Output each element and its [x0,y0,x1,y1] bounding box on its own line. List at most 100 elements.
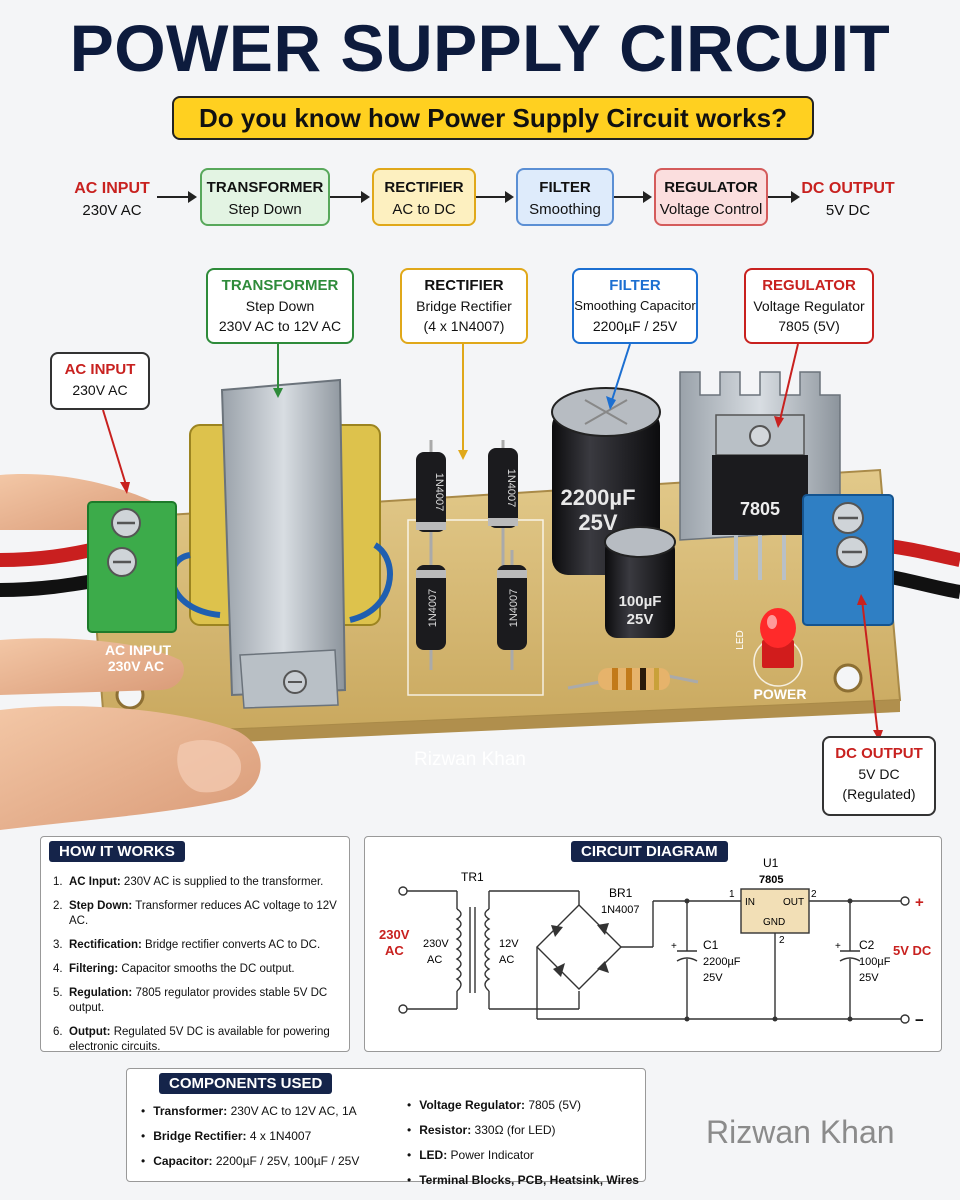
callout-filter: FILTER Smoothing Capacitor 2200µF / 25V [572,268,698,344]
components-tag: COMPONENTS USED [159,1073,333,1094]
item-text: Capacitor smooths the DC output. [118,963,295,975]
flow-step-head: RECTIFIER [384,179,464,196]
item-bold: Rectification: [69,939,142,951]
flow-step-filter: FILTER Smoothing [516,168,614,226]
in-pin-label: IN [745,897,755,908]
components-list-right: Voltage Regulator: 7805 (5V) Resistor: 3… [407,1097,643,1197]
item-number: 3. [53,939,63,951]
diode: 1N4007 [416,440,446,570]
list-item: Capacitor: 2200µF / 25V, 100µF / 25V [141,1153,401,1169]
br1-label: BR1 [609,886,633,900]
pin-label: 1 [729,889,735,900]
u1-regulator-symbol [740,888,810,934]
flow-step-transformer: TRANSFORMER Step Down [200,168,330,226]
callout-line: Bridge Rectifier [416,298,512,314]
flow-arrow [768,191,800,203]
callout-head: FILTER [609,277,661,294]
c2-voltage-label: 25V [859,972,879,984]
flow-step-sub: Voltage Control [659,201,763,218]
flow-arrow [614,191,652,203]
diode: 1N4007 [497,550,527,670]
flow-step-head: REGULATOR [664,179,758,196]
flow-dc-output-head: DC OUTPUT [801,180,895,197]
list-item: Terminal Blocks, PCB, Heatsink, Wires [407,1172,643,1188]
transformer-core [220,378,347,697]
diode-label: 1N4007 [433,473,445,512]
item-bold: Regulation: [69,987,133,999]
schematic: TR1 230V AC 230V AC 12V AC BR1 1N4007 U1… [379,856,932,1029]
flow-dc-output: DC OUTPUT 5V DC [800,178,896,222]
list-item: 1.AC Input: 230V AC is supplied to the t… [53,875,353,890]
hand-thumb [0,706,261,830]
ac-terminal-label: 230V AC [108,658,164,674]
pcb-edge [105,700,900,748]
mount-hole [833,663,863,693]
ac-terminal-label: AC INPUT [105,642,172,658]
list-item: Voltage Regulator: 7805 (5V) [407,1097,643,1113]
list-item: 5.Regulation: 7805 regulator provides st… [53,986,353,1016]
resistor [567,668,699,690]
silkscreen-outline [407,519,544,696]
pcb-illustration: 1N4007 1N4007 1N4007 1N4007 2200µF 25V 1… [0,343,960,830]
c2-label: C2 [859,938,875,952]
u1-part-label: 7805 [759,874,783,886]
diode-label: 1N4007 [505,469,517,508]
item-number: 6. [53,1026,63,1038]
pointer-line [102,409,127,486]
regulator-7805: 7805 [712,414,808,580]
cap-value-label: 2200µF [560,485,635,510]
callout-regulator: REGULATOR Voltage Regulator 7805 (5V) [744,268,874,344]
item-text: 230V AC is supplied to the transformer. [120,876,324,888]
flow-step-sub: Smoothing [529,201,601,218]
flow-ac-input-sub: 230V AC [82,202,142,219]
item-bold: LED: [419,1148,448,1162]
flow-ac-input-head: AC INPUT [74,180,150,197]
callout-line: Step Down [245,298,315,314]
cap-voltage-label: 25V [627,611,654,628]
flow-step-regulator: REGULATOR Voltage Control [654,168,768,226]
black-wire [0,573,102,597]
hand [0,638,184,695]
callout-line: Smoothing Capacitor [574,298,696,313]
item-text: Regulated 5V DC is available for powerin… [69,1026,330,1053]
secondary-voltage-label: AC [499,954,514,966]
item-text: 4 x 1N4007 [246,1129,312,1143]
item-text: Transformer reduces AC voltage to 12V AC… [69,900,337,927]
callout-head: DC OUTPUT [835,745,923,762]
item-text: 7805 regulator provides stable 5V DC out… [69,987,328,1014]
flow-step-head: TRANSFORMER [206,179,324,196]
callout-line: 230V AC to 12V AC [218,318,342,334]
secondary-voltage-label: 12V [499,938,519,950]
item-bold: Voltage Regulator: [419,1098,525,1112]
item-text: Bridge rectifier converts AC to DC. [141,939,321,951]
c1-label: C1 [703,938,719,952]
pointer-line [861,599,879,736]
output-voltage-label: 5V DC [893,943,932,958]
list-item: 2.Step Down: Transformer reduces AC volt… [53,899,353,929]
polarity-label: + [671,941,677,952]
c2-value-label: 100µF [859,956,891,968]
list-item: Resistor: 330Ω (for LED) [407,1122,643,1138]
item-number: 4. [53,963,63,975]
capacitor-100uf: 100µF 25V [604,526,676,638]
callout-line: 230V AC [72,382,128,398]
callout-rectifier: RECTIFIER Bridge Rectifier (4 x 1N4007) [400,268,528,344]
callout-line: 5V DC [858,766,900,782]
callout-line: 7805 (5V) [778,318,840,334]
regulator-label: 7805 [740,499,780,519]
gnd-pin-label: GND [763,917,785,928]
item-bold: Capacitor: [153,1154,213,1168]
list-item: Transformer: 230V AC to 12V AC, 1A [141,1103,401,1119]
circuit-diagram-panel: CIRCUIT DIAGRAM [364,836,942,1052]
watermark: Rizwan Khan [706,1114,895,1150]
flow-dc-output-sub: 5V DC [825,202,871,219]
circuit-diagram-tag: CIRCUIT DIAGRAM [571,841,728,862]
list-item: LED: Power Indicator [407,1147,643,1163]
c1-voltage-label: 25V [703,972,723,984]
list-item: Bridge Rectifier: 4 x 1N4007 [141,1128,401,1144]
components-panel: COMPONENTS USED Transformer: 230V AC to … [126,1068,646,1187]
cap-voltage-label: 25V [578,510,617,535]
list-item: 6.Output: Regulated 5V DC is available f… [53,1025,353,1055]
br1-part-label: 1N4007 [601,904,640,916]
negative-terminal-label: − [915,1012,924,1029]
